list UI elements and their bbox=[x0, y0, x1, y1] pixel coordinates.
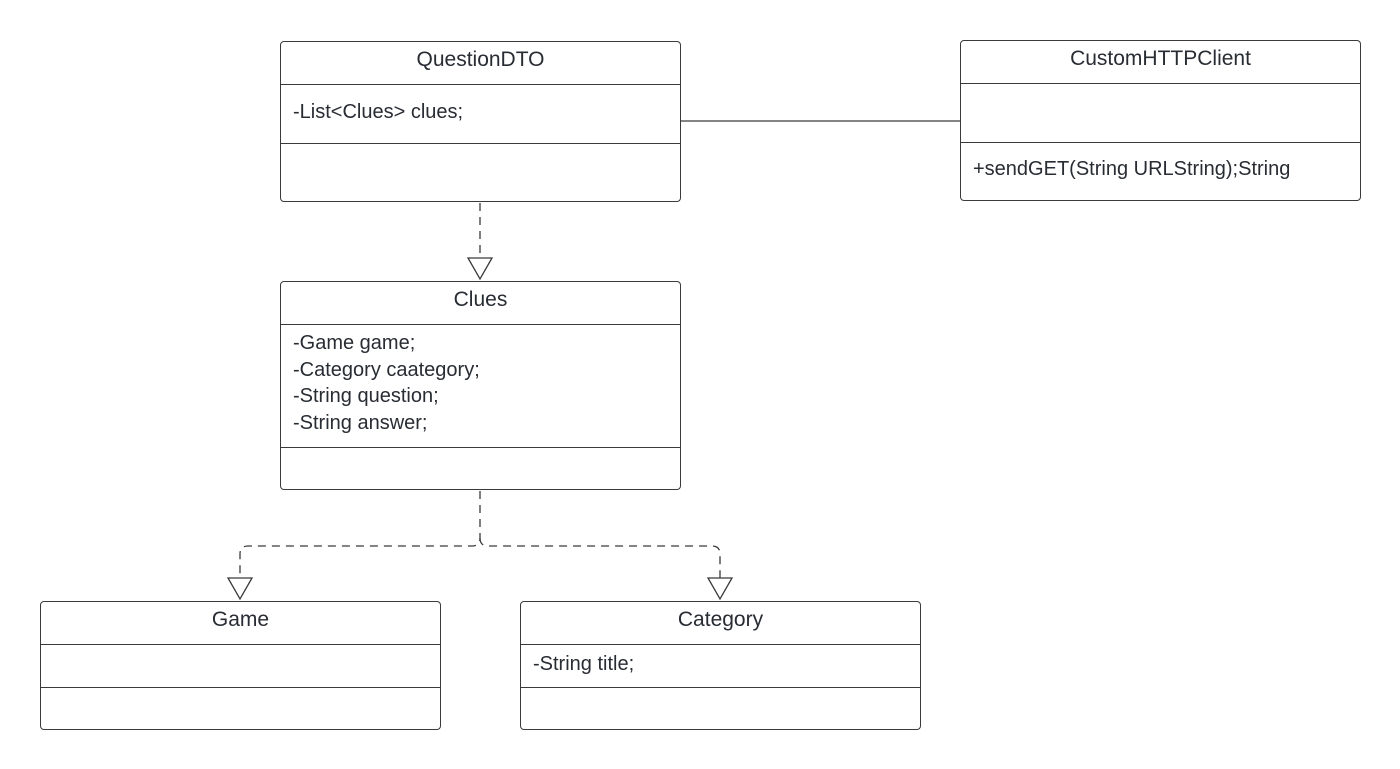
attributes-compartment: -List<Clues> clues; bbox=[281, 85, 680, 144]
class-name: QuestionDTO bbox=[281, 42, 680, 85]
dependency-line-clues-category bbox=[479, 537, 721, 578]
methods-compartment bbox=[281, 448, 680, 489]
attribute-row: -Game game; bbox=[293, 332, 416, 354]
methods-compartment: +sendGET(String URLString);String bbox=[961, 143, 1360, 200]
class-name: Clues bbox=[281, 282, 680, 325]
class-box-clues[interactable]: Clues -Game game; -Category caategory; -… bbox=[280, 281, 681, 490]
method-row: +sendGET(String URLString);String bbox=[973, 158, 1291, 180]
open-arrowhead-game bbox=[226, 577, 254, 601]
attributes-compartment bbox=[41, 645, 440, 688]
attribute-row: -List<Clues> clues; bbox=[293, 101, 464, 123]
class-name: Game bbox=[41, 602, 440, 645]
class-box-customhttpclient[interactable]: CustomHTTPClient +sendGET(String URLStri… bbox=[960, 40, 1361, 201]
open-arrowhead-clues bbox=[466, 257, 494, 281]
attribute-row: -String title; bbox=[533, 653, 635, 675]
class-box-category[interactable]: Category -String title; bbox=[520, 601, 921, 730]
attribute-row: -String answer; bbox=[293, 411, 428, 434]
class-name: Category bbox=[521, 602, 920, 645]
class-box-questiondto[interactable]: QuestionDTO -List<Clues> clues; bbox=[280, 41, 681, 202]
attribute-row: -Category caategory; bbox=[293, 358, 480, 381]
attributes-compartment: -Game game; -Category caategory; -String… bbox=[281, 325, 680, 448]
class-box-game[interactable]: Game bbox=[40, 601, 441, 730]
attributes-compartment: -String title; bbox=[521, 645, 920, 688]
attributes-compartment bbox=[961, 84, 1360, 143]
methods-compartment bbox=[41, 688, 440, 729]
methods-compartment bbox=[521, 688, 920, 729]
dependency-line-clues-game bbox=[239, 491, 481, 578]
methods-compartment bbox=[281, 144, 680, 201]
attribute-row: -String question; bbox=[293, 385, 439, 407]
open-arrowhead-category bbox=[706, 577, 734, 601]
class-name: CustomHTTPClient bbox=[961, 41, 1360, 84]
